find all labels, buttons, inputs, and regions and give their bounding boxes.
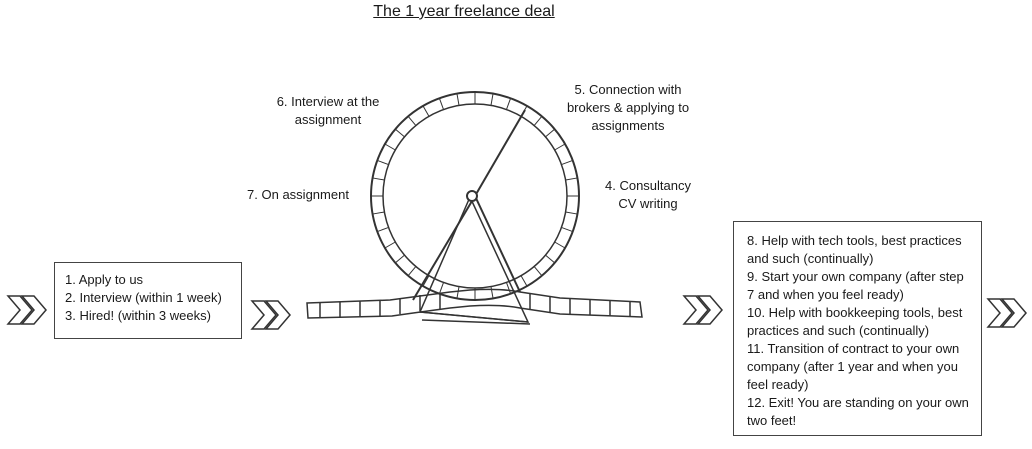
step-item: 1. Apply to us <box>65 272 144 287</box>
rim-tick <box>565 177 578 181</box>
double-chevron-right-icon <box>986 298 1027 328</box>
wheel-spokes <box>412 109 526 301</box>
rim-tick <box>520 275 528 287</box>
wheel-label-step5: 5. Connection with brokers & applying to… <box>566 82 690 133</box>
step-item: 2. Interview (within 1 week) <box>65 290 222 305</box>
rim-tick <box>422 105 430 117</box>
steps-before-box: 1. Apply to us 2. Interview (within 1 we… <box>54 262 242 339</box>
rim-tick <box>372 177 385 181</box>
double-chevron-right-icon <box>682 295 723 325</box>
double-chevron-right-icon <box>250 300 291 330</box>
rim-tick <box>372 211 385 215</box>
rim-tick <box>561 159 573 166</box>
rim-tick <box>438 98 445 110</box>
rim-tick <box>384 143 396 151</box>
diagram-title: The 1 year freelance deal <box>373 3 555 20</box>
step-item: 12. Exit! You are standing on your own t… <box>747 395 969 428</box>
rim-tick <box>422 275 430 287</box>
rim-tick <box>456 93 460 106</box>
step-item: 11. Transition of contract to your own c… <box>747 341 960 392</box>
wheel-label-step4: 4. Consultancy CV writing <box>605 178 691 211</box>
steps-after-box: 8. Help with tech tools, best practices … <box>733 221 982 436</box>
rim-tick <box>561 226 573 233</box>
rim-tick <box>490 286 494 299</box>
wheel-label-step7: 7. On assignment <box>247 187 349 202</box>
wheel-rim <box>370 91 580 301</box>
rim-tick <box>565 211 578 215</box>
rim-tick <box>505 282 512 294</box>
rim-tick <box>407 266 417 276</box>
rim-tick <box>505 98 512 110</box>
wheel-track <box>306 288 643 319</box>
wheel-stand <box>418 195 531 325</box>
rim-tick <box>395 128 405 138</box>
wheel-label-step6: 6. Interview at the assignment <box>276 94 380 127</box>
rim-tick <box>545 254 555 264</box>
rim-tick <box>490 93 494 106</box>
step-item: 10. Help with bookkeeping tools, best pr… <box>747 305 963 338</box>
rim-tick <box>395 254 405 264</box>
rim-tick <box>407 116 417 126</box>
rim-tick <box>554 143 566 151</box>
step-item: 8. Help with tech tools, best practices … <box>747 233 962 266</box>
rim-tick <box>377 159 389 166</box>
rim-tick <box>533 116 543 126</box>
step-item: 3. Hired! (within 3 weeks) <box>65 308 211 323</box>
rim-tick <box>438 282 445 294</box>
rim-tick <box>456 286 460 299</box>
rim-tick <box>554 241 566 249</box>
rim-tick <box>384 241 396 249</box>
rim-tick <box>377 226 389 233</box>
double-chevron-right-icon <box>6 295 47 325</box>
rim-tick <box>533 266 543 276</box>
rim-tick <box>545 128 555 138</box>
step-item: 9. Start your own company (after step 7 … <box>747 269 964 302</box>
wheel-hub <box>466 190 478 202</box>
